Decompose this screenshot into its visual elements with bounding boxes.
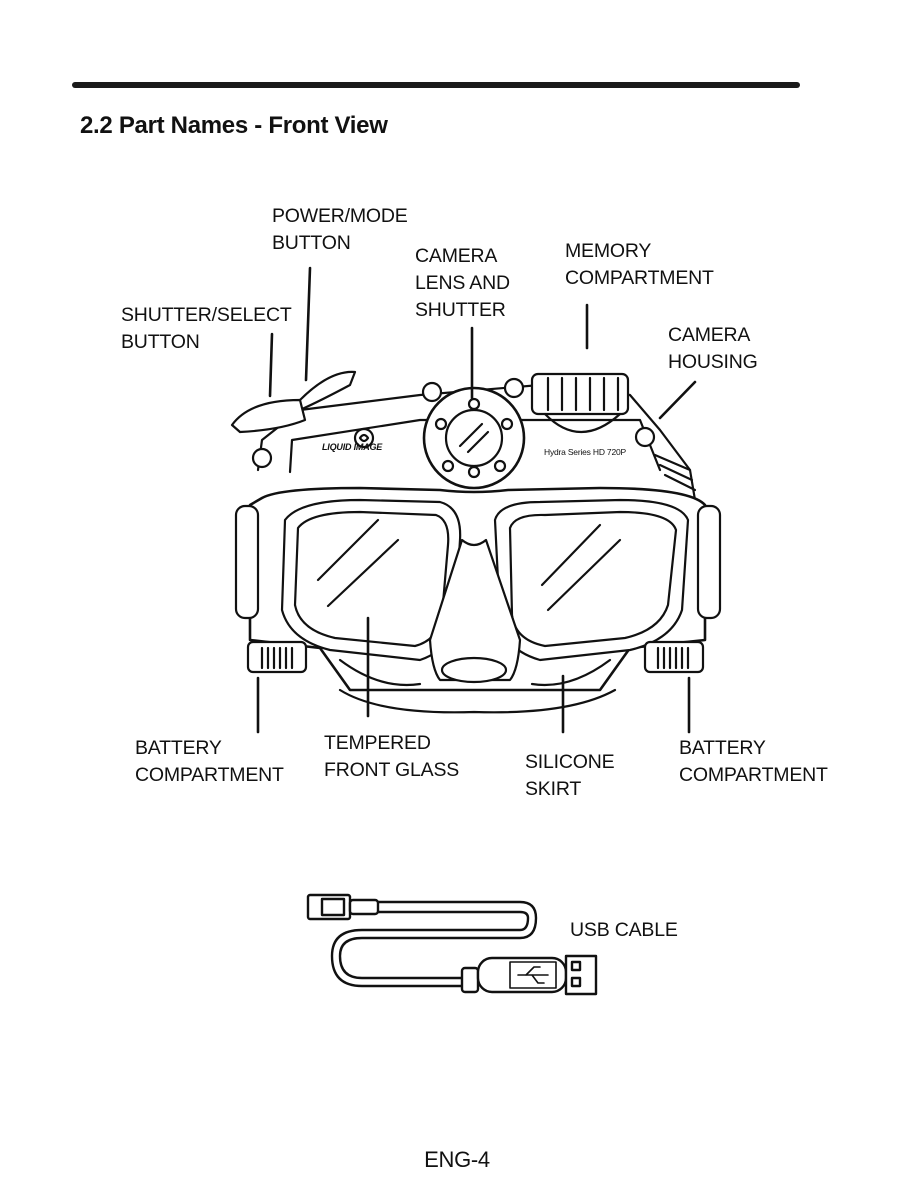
memory-label: MEMORY COMPARTMENT: [565, 238, 714, 292]
label-line: SHUTTER/SELECT: [121, 304, 292, 326]
camera-lens-label: CAMERA LENS AND SHUTTER: [415, 243, 510, 324]
camera-housing-label: CAMERA HOUSING: [668, 322, 758, 376]
battery-left-label: BATTERY COMPARTMENT: [135, 735, 284, 789]
label-line: SKIRT: [525, 778, 582, 800]
label-line: CAMERA: [668, 324, 751, 346]
label-line: SHUTTER: [415, 299, 506, 321]
label-line: TEMPERED: [324, 732, 431, 754]
header-rule: [72, 82, 800, 88]
usb-cable-label: USB CABLE: [570, 919, 678, 941]
label-line: BUTTON: [121, 331, 200, 353]
label-line: HOUSING: [668, 351, 758, 373]
label-line: BATTERY: [135, 737, 222, 759]
label-line: CAMERA: [415, 245, 498, 267]
battery-right-label: BATTERY COMPARTMENT: [679, 735, 828, 789]
silicone-skirt-label: SILICONE SKIRT: [525, 749, 615, 803]
shutter-select-label: SHUTTER/SELECT BUTTON: [121, 302, 292, 356]
section-title: 2.2 Part Names - Front View: [80, 112, 388, 139]
label-line: COMPARTMENT: [565, 267, 714, 289]
model-text: Hydra Series HD 720P: [544, 447, 626, 457]
brand-logo-text: LIQUID IMAGE: [322, 442, 383, 452]
label-line: BUTTON: [272, 232, 351, 254]
label-line: POWER/MODE: [272, 205, 408, 227]
label-line: FRONT GLASS: [324, 759, 460, 781]
tempered-glass-label: TEMPERED FRONT GLASS: [324, 730, 459, 784]
power-mode-label: POWER/MODE BUTTON: [272, 203, 408, 257]
page-number: ENG-4: [424, 1147, 490, 1172]
label-line: LENS AND: [415, 272, 510, 294]
label-line: BATTERY: [679, 737, 766, 759]
label-line: COMPARTMENT: [679, 764, 828, 786]
label-line: MEMORY: [565, 240, 652, 262]
label-line: COMPARTMENT: [135, 764, 284, 786]
label-line: SILICONE: [525, 751, 615, 773]
